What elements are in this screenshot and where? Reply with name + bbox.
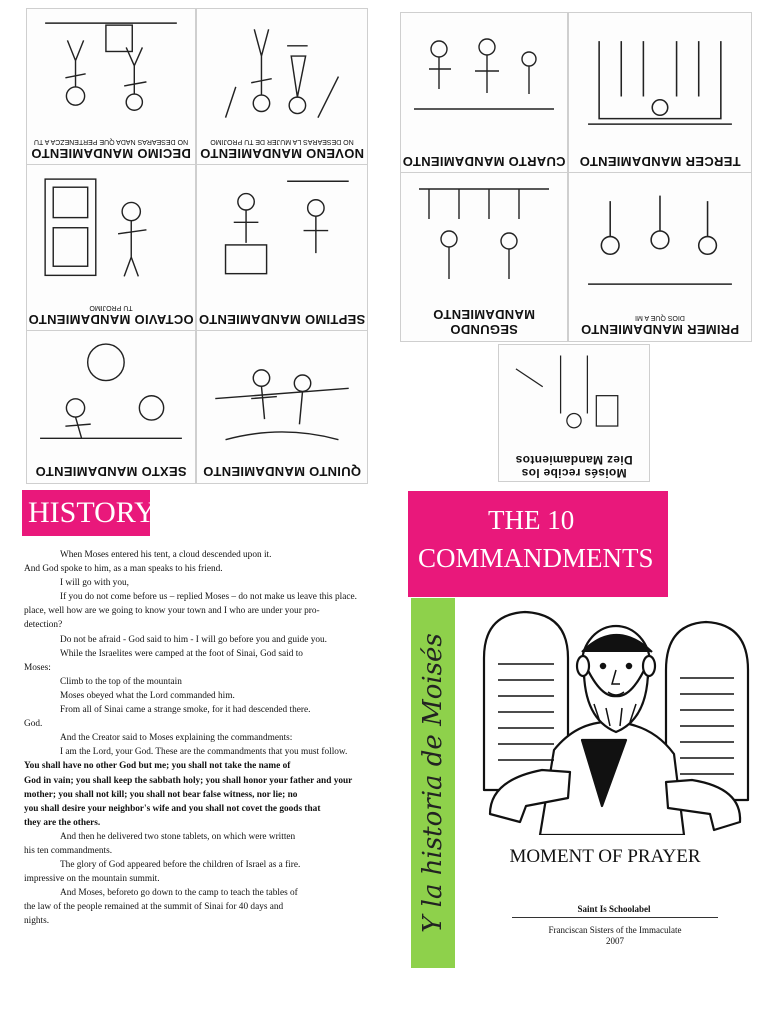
history-line: the law of the people remained at the su… xyxy=(24,902,284,913)
moses-tablets-scene-icon xyxy=(515,355,619,429)
side-title-bar: Y la historia de Moisés xyxy=(411,598,455,968)
history-line: And then he delivered two stone tablets,… xyxy=(60,831,296,842)
history-line: The glory of God appeared before the chi… xyxy=(60,860,301,871)
signature-divider xyxy=(512,917,718,918)
history-line: detection? xyxy=(24,620,63,631)
panel-subtitle: NO DESEARAS NADA QUE PERTENEZCA A TU xyxy=(33,138,189,145)
organization-name: Franciscan Sisters of the Immaculate xyxy=(548,925,682,935)
panel-title: Moisés recibe los Diez Mandamientos xyxy=(515,453,633,480)
history-line: Climb to the top of the mountain xyxy=(60,676,182,687)
school-name: Saint Is Schoolabel xyxy=(577,904,651,914)
cover-title-line2: COMMANDMENTS xyxy=(418,543,654,573)
panel-title: SEPTIMO MANDAMIENTO xyxy=(198,312,366,327)
history-line: nights. xyxy=(24,916,50,927)
cover-title-band: THE 10 COMMANDMENTS xyxy=(408,491,668,597)
panel-title: TERCER MANDAMIENTO xyxy=(579,154,741,169)
history-line: While the Israelites were camped at the … xyxy=(60,648,303,659)
panel-title: DECIMO MANDAMIENTO xyxy=(31,146,191,161)
panel-sexto: SEXTO MANDAMIENTO xyxy=(26,330,196,484)
prayer-scene-icon xyxy=(588,195,732,285)
panel-title: SEXTO MANDAMIENTO xyxy=(35,464,187,479)
moses-with-tablets-icon xyxy=(482,610,750,835)
panel-title: SEGUNDO MANDAMIENTO xyxy=(433,307,535,337)
cover-title-line1: THE 10 xyxy=(488,505,575,535)
history-line: mother; you shall not kill; you shall no… xyxy=(24,789,298,800)
history-line: Moses: xyxy=(24,662,51,673)
couple-scene-icon xyxy=(224,29,340,118)
history-line: God in vain; you shall keep the sabbath … xyxy=(24,775,353,786)
theft-scene-icon xyxy=(224,180,349,275)
history-line: And the Creator said to Moses explaining… xyxy=(60,733,293,744)
panel-title: QUINTO MANDAMIENTO xyxy=(202,464,362,479)
history-line: place, well how are we going to know you… xyxy=(24,606,320,617)
history-line: You shall have no other God but me; you … xyxy=(24,761,291,772)
panel-quinto: QUINTO MANDAMIENTO xyxy=(196,330,368,484)
panel-subtitle: DIOS QUE A MI xyxy=(635,314,685,321)
organization: Franciscan Sisters of the Immaculate 200… xyxy=(512,925,718,947)
organization-year: 2007 xyxy=(606,936,624,946)
history-line: If you do not come before us – replied M… xyxy=(60,592,357,603)
history-line: you shall desire your neighbor's wife an… xyxy=(24,803,321,814)
panel-title: CUARTO MANDAMIENTO xyxy=(402,154,566,169)
history-line: Moses obeyed what the Lord commanded him… xyxy=(60,690,235,701)
side-title: Y la historia de Moisés xyxy=(418,633,448,933)
history-line: they are the others. xyxy=(24,817,101,828)
history-heading: HISTORY xyxy=(28,496,150,529)
panel-subtitle: TU PROJIMO xyxy=(89,304,133,311)
history-line: God. xyxy=(24,719,43,730)
parents-scene-icon xyxy=(414,38,554,110)
bike-scene-icon xyxy=(40,343,182,440)
panel-cuarto: CUARTO MANDAMIENTO xyxy=(400,12,568,174)
cover-subtitle: MOMENT OF PRAYER xyxy=(509,846,701,867)
history-line: When Moses entered his tent, a cloud des… xyxy=(60,550,272,560)
door-scene-icon xyxy=(44,178,147,277)
history-line: From all of Sinai came a strange smoke, … xyxy=(60,705,311,716)
history-text: When Moses entered his tent, a cloud des… xyxy=(24,548,390,929)
history-line: I am the Lord, your God. These are the c… xyxy=(60,747,348,758)
panel-septimo: SEPTIMO MANDAMIENTO xyxy=(196,164,368,332)
talking-scene-icon xyxy=(419,188,549,279)
panel-title: OCTAVIO MANDAMIENTO xyxy=(28,312,194,327)
panel-segundo: SEGUNDO MANDAMIENTO xyxy=(400,172,568,342)
panel-tercer: TERCER MANDAMIENTO xyxy=(568,12,752,174)
history-heading-band: HISTORY xyxy=(22,490,150,536)
history-line: I will go with you, xyxy=(60,578,129,589)
panel-title: NOVENO MANDAMIENTO xyxy=(199,146,365,161)
history-line: Do not be afraid - God said to him - I w… xyxy=(60,634,327,645)
fight-scene-icon xyxy=(215,369,349,441)
family-scene-icon xyxy=(45,22,177,111)
panel-subtitle: NO DESEARAS LA MUJER DE TU PROJIMO xyxy=(210,138,354,145)
history-line: And Moses, beforeto go down to the camp … xyxy=(60,888,298,899)
history-line: And God spoke to him, as a man speaks to… xyxy=(24,564,223,575)
history-line: his ten commandments. xyxy=(24,845,113,856)
history-line: impressive on the mountain summit. xyxy=(24,874,160,885)
panel-moses-cover: Moisés recibe los Diez Mandamientos xyxy=(498,344,650,482)
panel-title: PRIMER MANDAMIENTO xyxy=(580,322,740,337)
church-scene-icon xyxy=(588,41,732,125)
